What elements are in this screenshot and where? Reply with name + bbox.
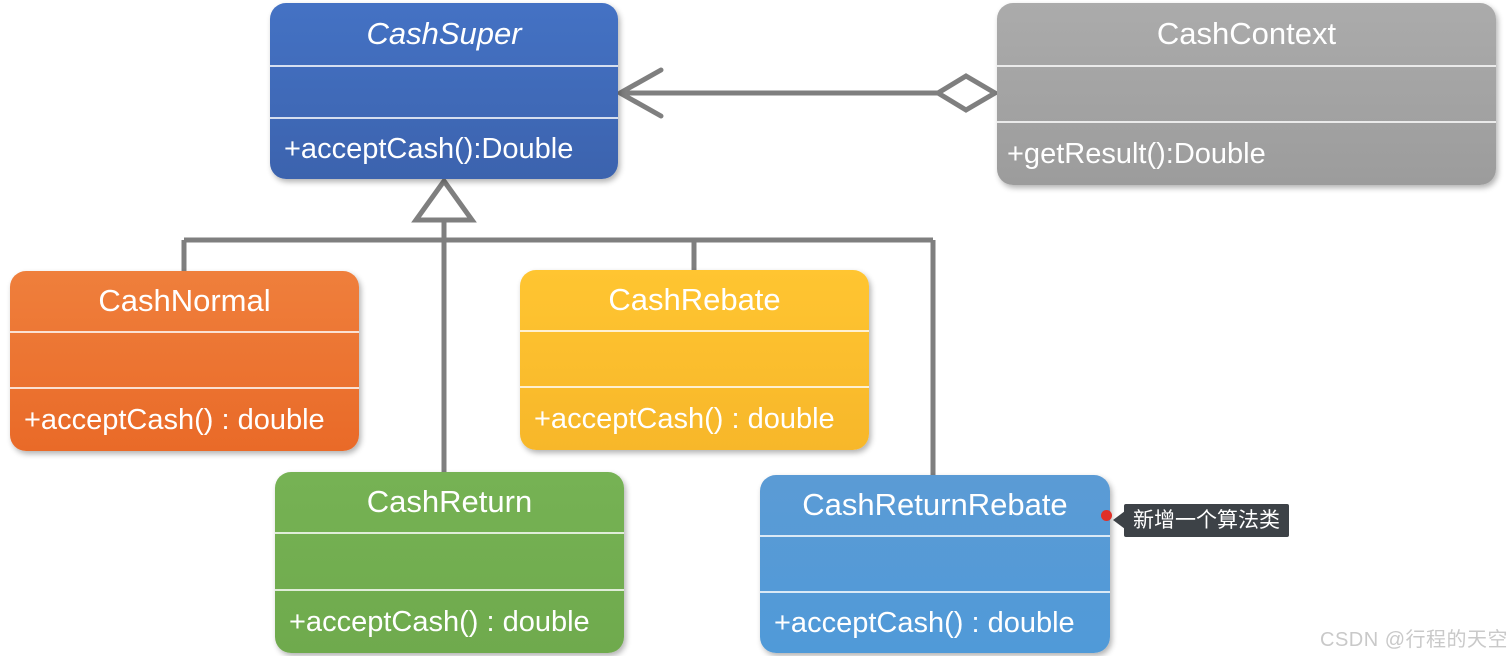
- class-name-cash-return: CashReturn: [366, 484, 533, 519]
- uml-class-cash-normal[interactable]: CashNormal +acceptCash() : double: [10, 271, 359, 451]
- class-operation-cash-return-rebate: +acceptCash() : double: [774, 606, 1075, 639]
- class-separator: [760, 591, 1110, 593]
- class-name-cash-return-rebate: CashReturnRebate: [802, 487, 1068, 522]
- uml-class-cash-return-rebate[interactable]: CashReturnRebate +acceptCash() : double: [760, 475, 1110, 653]
- class-attributes-cash-return: [275, 534, 624, 589]
- uml-class-cash-context[interactable]: CashContext +getResult():Double: [997, 3, 1496, 185]
- watermark: CSDN @行程的天空: [1320, 629, 1508, 651]
- class-attributes-cash-normal: [10, 333, 359, 387]
- class-attributes-cash-super: [270, 67, 618, 117]
- class-separator: [275, 532, 624, 534]
- annotation-callout: 新增一个算法类: [1124, 504, 1289, 537]
- class-operation-cash-return: +acceptCash() : double: [289, 605, 590, 638]
- uml-class-cash-super[interactable]: CashSuper +acceptCash():Double: [270, 3, 618, 179]
- class-separator: [275, 589, 624, 591]
- annotation-marker-dot: [1101, 510, 1112, 521]
- uml-class-cash-return[interactable]: CashReturn +acceptCash() : double: [275, 472, 624, 653]
- class-separator: [10, 387, 359, 389]
- class-operation-cash-context: +getResult():Double: [1007, 137, 1266, 170]
- class-separator: [10, 331, 359, 333]
- class-attributes-cash-context: [997, 67, 1496, 121]
- class-separator: [997, 65, 1496, 67]
- aggregation-arrowhead: [617, 67, 664, 119]
- annotation-tail-icon: [1113, 511, 1125, 529]
- class-name-cash-normal: CashNormal: [98, 283, 271, 318]
- class-separator: [270, 65, 618, 67]
- class-operation-cash-normal: +acceptCash() : double: [24, 403, 325, 436]
- class-name-cash-super: CashSuper: [366, 16, 522, 51]
- class-separator: [520, 386, 869, 388]
- class-separator: [270, 117, 618, 119]
- class-separator: [997, 121, 1496, 123]
- uml-class-cash-rebate[interactable]: CashRebate +acceptCash() : double: [520, 270, 869, 450]
- class-separator: [760, 535, 1110, 537]
- generalization-arrowhead: [411, 176, 477, 223]
- class-separator: [520, 330, 869, 332]
- class-attributes-cash-rebate: [520, 332, 869, 386]
- class-operation-cash-rebate: +acceptCash() : double: [534, 402, 835, 435]
- aggregation-diamond: [933, 73, 1000, 113]
- class-name-cash-context: CashContext: [1156, 16, 1337, 51]
- class-attributes-cash-return-rebate: [760, 537, 1110, 591]
- class-operation-cash-super: +acceptCash():Double: [284, 132, 574, 165]
- class-name-cash-rebate: CashRebate: [608, 282, 781, 317]
